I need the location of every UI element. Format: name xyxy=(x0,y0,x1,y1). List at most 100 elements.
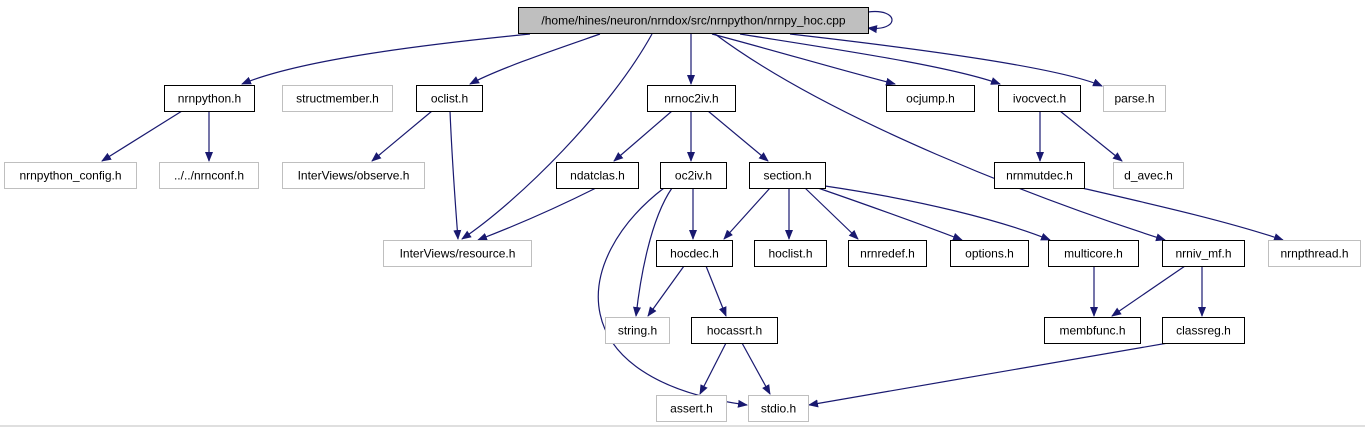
node-section-h[interactable]: section.h xyxy=(749,162,826,189)
edge-section-h-to-hocdec-h xyxy=(723,187,771,240)
node-label: hocdec.h xyxy=(670,247,719,261)
node-label: InterViews/observe.h xyxy=(298,169,410,183)
node-box xyxy=(4,162,137,189)
node-label: nrnoc2iv.h xyxy=(664,92,718,106)
node-hoclist-h[interactable]: hoclist.h xyxy=(754,240,827,267)
node-box xyxy=(748,395,809,422)
node-options-h[interactable]: options.h xyxy=(950,240,1029,267)
node-label: stdio.h xyxy=(761,402,796,416)
node-ivocvect-h[interactable]: ivocvect.h xyxy=(998,85,1081,112)
node-box xyxy=(656,240,733,267)
node-hocassrt-h[interactable]: hocassrt.h xyxy=(691,317,778,344)
node-box xyxy=(1048,240,1139,267)
node-label: hoclist.h xyxy=(768,247,812,261)
node-ndatclas-h[interactable]: ndatclas.h xyxy=(556,162,639,189)
node-label: ndatclas.h xyxy=(570,169,625,183)
edge-nrnoc2iv-h-to-section-h xyxy=(707,110,769,162)
node-label: InterViews/resource.h xyxy=(400,247,516,261)
node-label: hocassrt.h xyxy=(707,324,762,338)
node-box xyxy=(660,162,727,189)
node-assert-h: assert.h xyxy=(656,395,727,422)
node-label: assert.h xyxy=(670,402,713,416)
node-nrnpython-h[interactable]: nrnpython.h xyxy=(164,85,255,112)
node-box xyxy=(1113,162,1184,189)
node-nrnoc2iv-h[interactable]: nrnoc2iv.h xyxy=(647,85,736,112)
node-classreg-h[interactable]: classreg.h xyxy=(1162,317,1245,344)
node-nrnmutdec-h[interactable]: nrnmutdec.h xyxy=(994,162,1085,189)
edge-nrniv-mf-h-to-membfunc-h xyxy=(1111,265,1186,317)
node-box xyxy=(1103,85,1166,112)
node-box xyxy=(159,162,259,189)
node-label: section.h xyxy=(763,169,811,183)
edge-root-to-oclist-h xyxy=(469,33,601,85)
edge-oclist-h-to-observe-h xyxy=(371,110,433,162)
edge-hocdec-h-to-hocassrt-h xyxy=(705,265,727,317)
node-label: ocjump.h xyxy=(906,92,955,106)
node-string-h: string.h xyxy=(605,317,670,344)
node-d-avec-h: d_avec.h xyxy=(1113,162,1184,189)
nodes-layer: /home/hines/neuron/nrndox/src/nrnpython/… xyxy=(4,7,1361,422)
node-box xyxy=(754,240,827,267)
node-box xyxy=(416,85,483,112)
node-resource-h: InterViews/resource.h xyxy=(383,240,532,267)
node-box xyxy=(1044,317,1141,344)
node-parse-h: parse.h xyxy=(1103,85,1166,112)
node-box xyxy=(1162,317,1245,344)
node-label: nrnredef.h xyxy=(860,247,915,261)
node-label: nrniv_mf.h xyxy=(1175,247,1231,261)
node-nrnconf-h: ../../nrnconf.h xyxy=(159,162,259,189)
node-label: d_avec.h xyxy=(1124,169,1173,183)
node-box xyxy=(647,85,736,112)
node-label: nrnpthread.h xyxy=(1280,247,1348,261)
node-box xyxy=(556,162,639,189)
edge-root-to-nrniv-mf-h xyxy=(714,33,1166,242)
node-oclist-h[interactable]: oclist.h xyxy=(416,85,483,112)
node-box xyxy=(848,240,927,267)
node-label: oclist.h xyxy=(431,92,468,106)
node-label: structmember.h xyxy=(296,92,379,106)
edge-nrnpython-h-to-nrnpython-config-h xyxy=(101,110,183,162)
edge-oclist-h-to-resource-h xyxy=(449,110,462,240)
node-label: options.h xyxy=(965,247,1014,261)
node-box xyxy=(518,7,869,34)
node-hocdec-h[interactable]: hocdec.h xyxy=(656,240,733,267)
node-label: string.h xyxy=(618,324,657,338)
edge-section-h-to-options-h xyxy=(817,187,963,241)
node-label: /home/hines/neuron/nrndox/src/nrnpython/… xyxy=(541,14,846,28)
node-box xyxy=(383,240,532,267)
node-label: parse.h xyxy=(1114,92,1154,106)
node-label: ../../nrnconf.h xyxy=(174,169,244,183)
node-membfunc-h[interactable]: membfunc.h xyxy=(1044,317,1141,344)
edge-ivocvect-h-to-d-avec-h xyxy=(1059,110,1123,162)
edge-root-to-ivocvect-h xyxy=(739,33,1001,85)
node-box xyxy=(164,85,255,112)
node-nrniv-mf-h[interactable]: nrniv_mf.h xyxy=(1162,240,1245,267)
node-nrnpthread-h: nrnpthread.h xyxy=(1268,240,1361,267)
node-box xyxy=(998,85,1081,112)
node-root[interactable]: /home/hines/neuron/nrndox/src/nrnpython/… xyxy=(518,7,869,34)
node-box xyxy=(994,162,1085,189)
node-multicore-h[interactable]: multicore.h xyxy=(1048,240,1139,267)
node-box xyxy=(656,395,727,422)
edge-section-h-to-multicore-h xyxy=(824,185,1051,241)
node-box xyxy=(1162,240,1245,267)
edge-nrnoc2iv-h-to-ndatclas-h xyxy=(613,110,673,162)
node-box xyxy=(886,85,975,112)
node-box xyxy=(749,162,826,189)
node-label: multicore.h xyxy=(1064,247,1123,261)
node-label: oc2iv.h xyxy=(675,169,712,183)
node-nrnredef-h[interactable]: nrnredef.h xyxy=(848,240,927,267)
edges-layer xyxy=(101,10,1284,408)
edge-oc2iv-h-to-string-h xyxy=(633,187,673,317)
edge-oc2iv-h-to-stdio-h xyxy=(597,187,748,408)
node-label: nrnpython_config.h xyxy=(19,169,121,183)
edge-root-to-parse-h xyxy=(789,33,1103,87)
edge-hocassrt-h-to-stdio-h xyxy=(741,342,771,395)
edge-root-to-resource-h xyxy=(461,33,653,240)
edge-section-h-to-nrnredef-h xyxy=(804,187,859,240)
node-ocjump-h[interactable]: ocjump.h xyxy=(886,85,975,112)
node-box xyxy=(605,317,670,344)
node-oc2iv-h[interactable]: oc2iv.h xyxy=(660,162,727,189)
edge-root-to-ocjump-h xyxy=(711,33,896,86)
